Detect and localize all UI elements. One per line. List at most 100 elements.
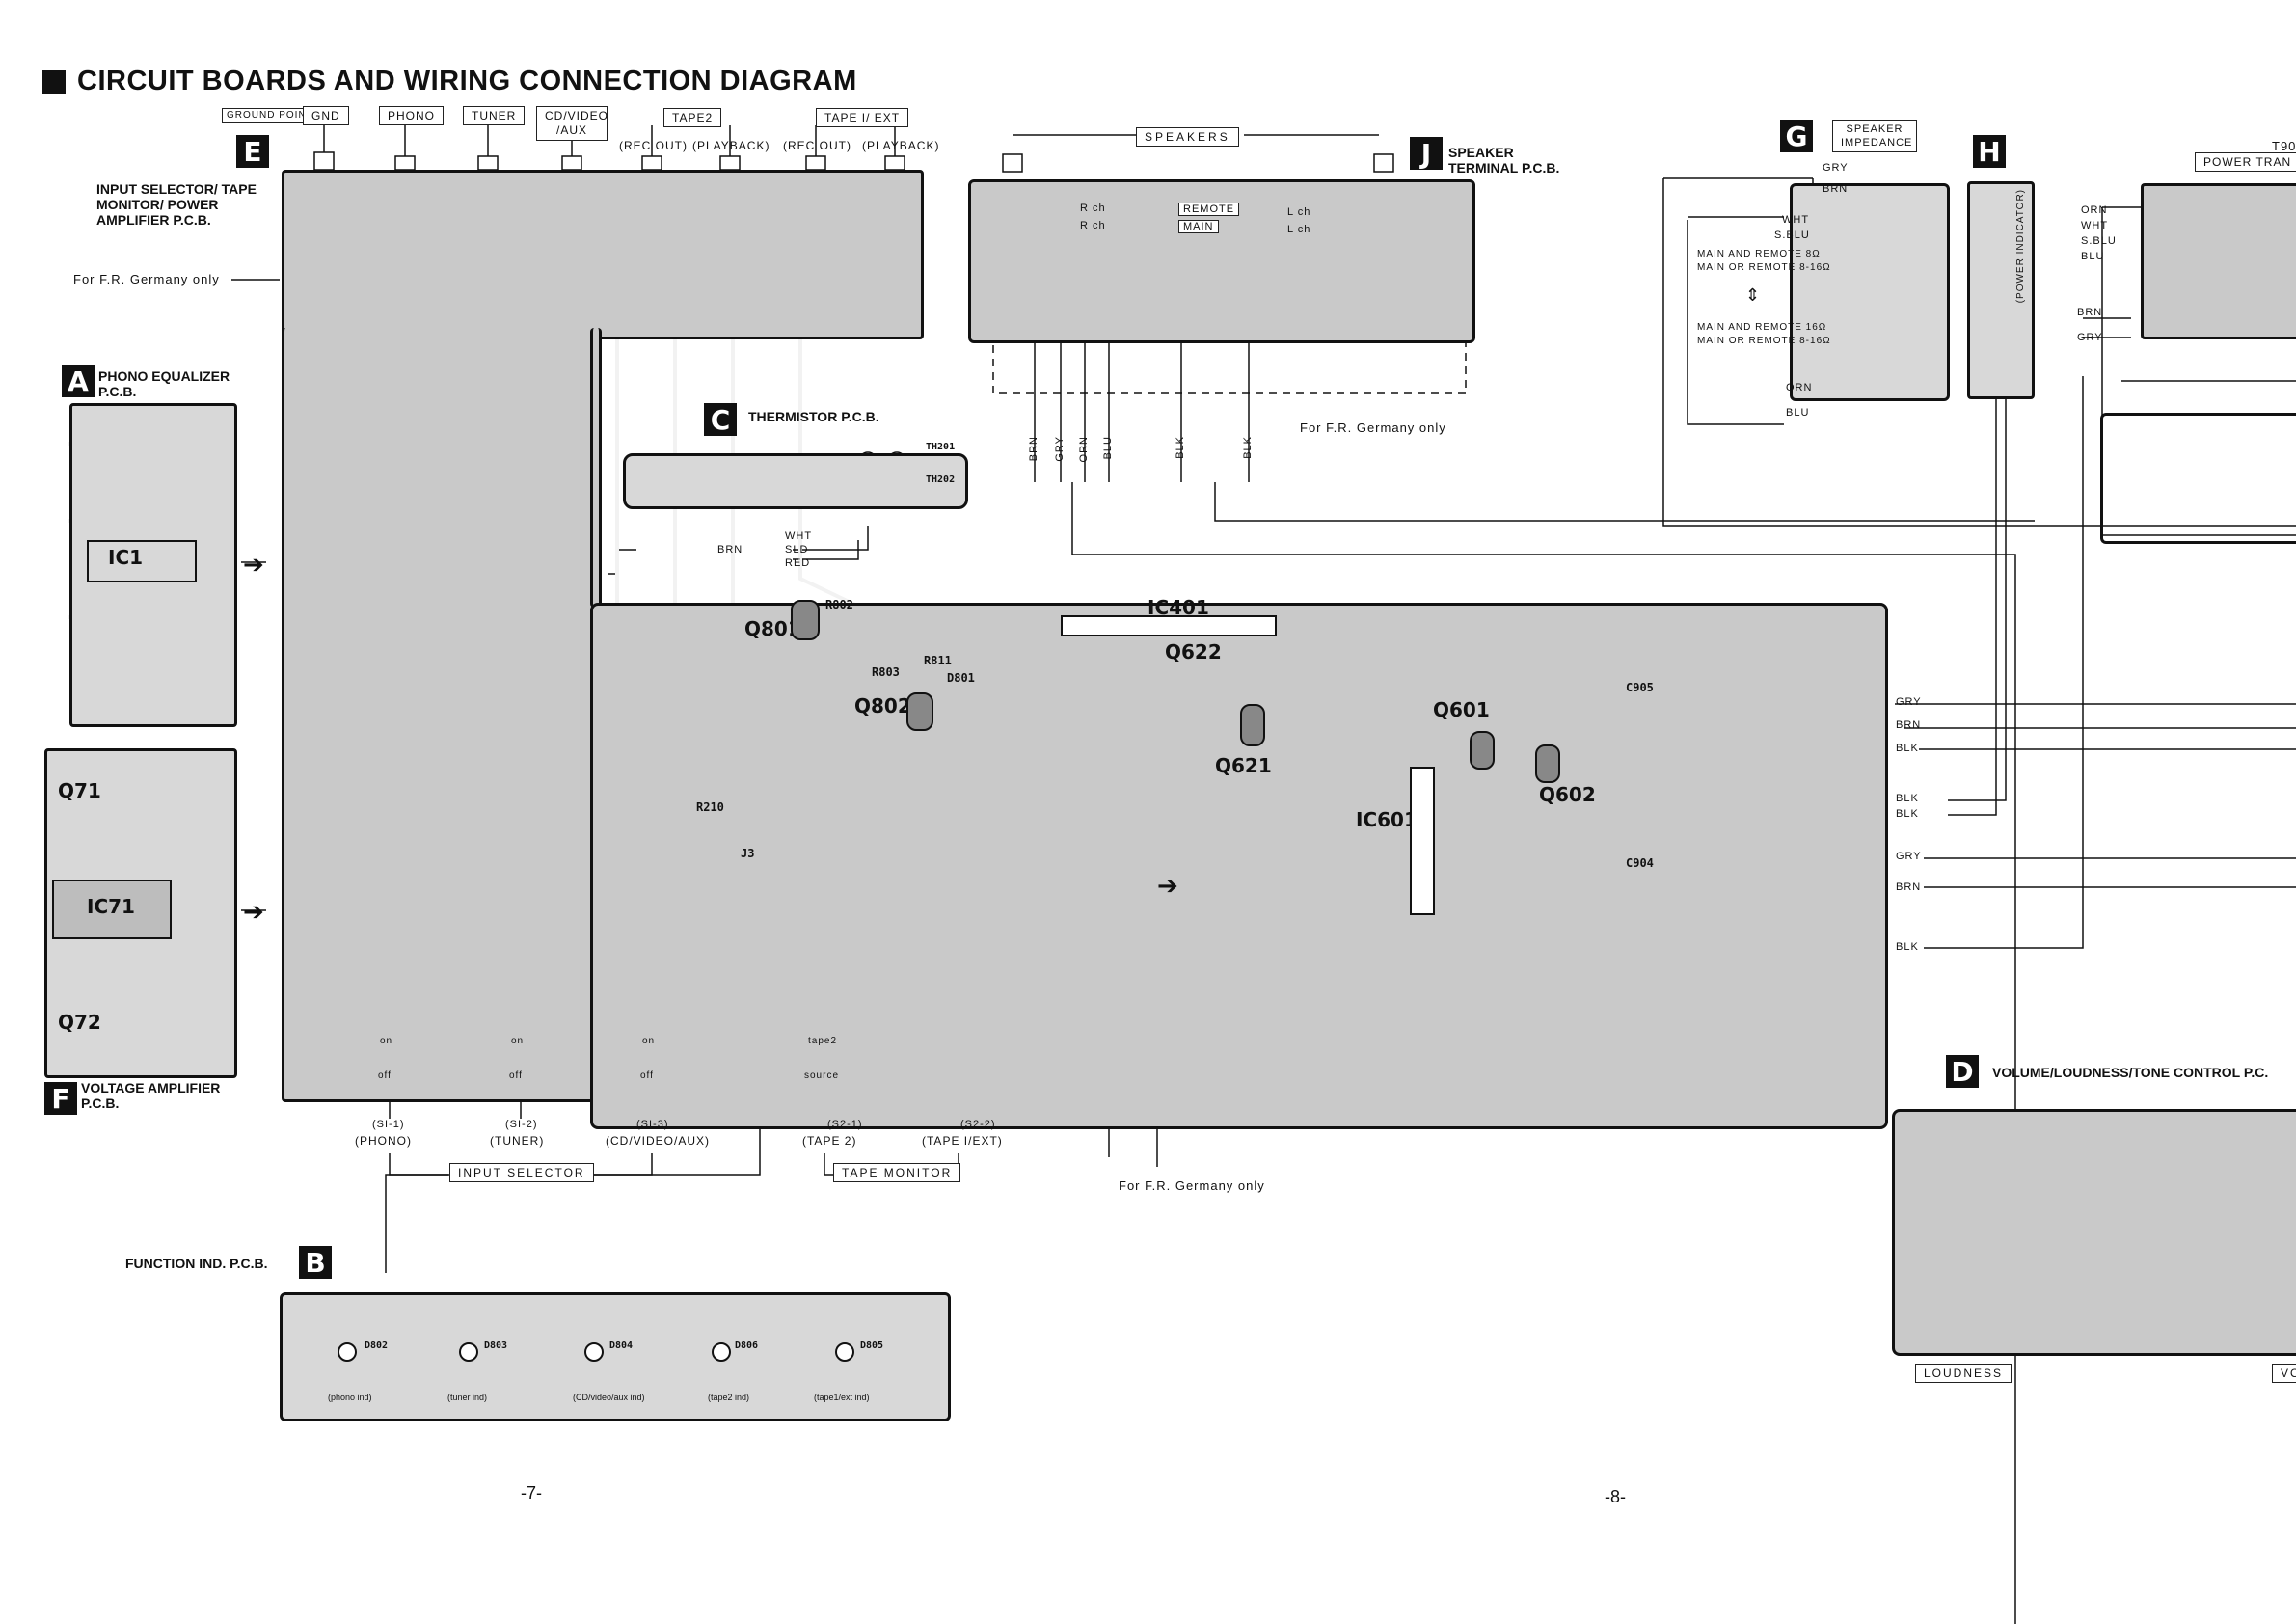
title-bullet-icon — [42, 69, 66, 94]
wire-wht-t: WHT — [2081, 220, 2109, 231]
wire-gry-main: GRY — [1896, 696, 1922, 708]
board-g-label: SPEAKER IMPEDANCE — [1832, 120, 1917, 152]
selector-s1-3: (SI-3) — [636, 1119, 669, 1130]
gnd-terminal-label: GND — [303, 106, 349, 125]
power-indicator-board — [1967, 181, 2035, 399]
rch-label-2: R ch — [1080, 220, 1106, 231]
rec-out-label-1: (REC OUT) — [619, 139, 688, 152]
impedance-main-remote-8: MAIN AND REMOTE 8Ω — [1697, 249, 1821, 259]
switch-off-1: off — [378, 1070, 392, 1081]
playback-label-2: (PLAYBACK) — [862, 139, 940, 152]
lch-label-2: L ch — [1287, 224, 1311, 235]
board-d-label: VOLUME/LOUDNESS/TONE CONTROL P.C. — [1992, 1065, 2269, 1080]
q71-label: Q71 — [58, 779, 101, 802]
r803-label: R803 — [872, 665, 900, 679]
thermistor-board — [623, 453, 968, 509]
board-a-marker: A — [62, 365, 95, 397]
switch-on-3: on — [642, 1036, 656, 1046]
selector-cd: (CD/VIDEO/AUX) — [606, 1134, 711, 1148]
q601-label: Q601 — [1433, 698, 1490, 721]
wire-brn-g: BRN — [1823, 183, 1849, 195]
board-e-label: INPUT SELECTOR/ TAPE MONITOR/ POWER AMPL… — [96, 181, 257, 228]
ic71-chip — [52, 880, 172, 939]
frg-note-speaker: For F.R. Germany only — [1300, 420, 1446, 435]
q622-label: Q622 — [1165, 640, 1222, 663]
page-number-left: -7- — [521, 1483, 542, 1502]
switch-off-2: off — [509, 1070, 523, 1081]
ic401-chip — [1061, 615, 1277, 636]
q801-transistor — [791, 600, 820, 640]
switch-source: source — [804, 1070, 840, 1081]
selector-tape2: (TAPE 2) — [802, 1134, 857, 1148]
ic1-label: IC1 — [108, 546, 144, 569]
ic1-chip — [87, 540, 197, 582]
tape1-ind-label: (tape1/ext ind) — [814, 1393, 870, 1402]
led-tape1-icon — [835, 1342, 854, 1362]
frg-note-bottom: For F.R. Germany only — [1119, 1178, 1265, 1193]
wire-blk-spk-1: BLK — [1175, 436, 1186, 459]
remote-label: REMOTE — [1178, 203, 1240, 216]
board-g-marker: G — [1780, 120, 1813, 152]
tuner-terminal-label: TUNER — [463, 106, 526, 125]
arrow-right-icon: ➔ — [243, 550, 264, 579]
power-amplifier-board — [590, 603, 1888, 1129]
input-board-column — [282, 328, 602, 1102]
board-j-label: SPEAKER TERMINAL P.C.B. — [1448, 145, 1560, 176]
page-title-text: CIRCUIT BOARDS AND WIRING CONNECTION DIA… — [77, 66, 857, 96]
wire-orn-spk: ORN — [1078, 436, 1090, 463]
wire-brn-main: BRN — [1896, 719, 1922, 731]
r802-label: R802 — [825, 598, 853, 611]
board-d-marker: D — [1946, 1055, 1979, 1088]
selector-s2-2: (S2-2) — [960, 1119, 996, 1130]
page-title: CIRCUIT BOARDS AND WIRING CONNECTION DIA… — [42, 66, 857, 97]
led-phono-icon — [338, 1342, 357, 1362]
volume-label-partial: VO — [2272, 1364, 2296, 1383]
transformer-outline — [2100, 413, 2296, 544]
d802-label: D802 — [365, 1340, 389, 1351]
selector-phono: (PHONO) — [355, 1134, 412, 1148]
impedance-main-or-remote-8-16: MAIN OR REMOTE 8-16Ω — [1697, 262, 1831, 273]
speaker-impedance-board — [1790, 183, 1950, 401]
loudness-label: LOUDNESS — [1915, 1364, 2012, 1383]
d801-label: D801 — [947, 671, 975, 685]
double-arrow-icon: ⇕ — [1745, 285, 1761, 305]
wire-blk-main-1: BLK — [1896, 743, 1919, 754]
board-j-marker: J — [1410, 137, 1443, 170]
board-c-marker: C — [704, 403, 737, 436]
d806-label: D806 — [735, 1340, 759, 1351]
input-selector-label: INPUT SELECTOR — [449, 1163, 594, 1182]
tuner-ind-label: (tuner ind) — [447, 1393, 488, 1402]
power-transformer-board — [2141, 183, 2296, 339]
q601-transistor — [1470, 731, 1495, 770]
arrow-right-icon-3: ➔ — [1157, 871, 1178, 900]
board-h-marker: H — [1973, 135, 2006, 168]
board-b-marker: B — [299, 1246, 332, 1279]
ic601-chip — [1410, 767, 1435, 915]
wire-wht-g: WHT — [1782, 214, 1810, 226]
wire-gry-main-2: GRY — [1896, 851, 1922, 862]
ic601-label: IC601 — [1356, 808, 1418, 831]
playback-label-1: (PLAYBACK) — [692, 139, 770, 152]
wire-blk-main-2: BLK — [1896, 793, 1919, 804]
rec-out-label-2: (REC OUT) — [783, 139, 851, 152]
wire-blk-spk-2: BLK — [1242, 436, 1254, 459]
q621-label: Q621 — [1215, 754, 1272, 777]
t90-label: T90 — [2272, 139, 2296, 153]
board-e-marker: E — [236, 135, 269, 168]
led-tape2-icon — [712, 1342, 731, 1362]
tape2-ind-label: (tape2 ind) — [708, 1393, 750, 1402]
d803-label: D803 — [484, 1340, 508, 1351]
board-b-label: FUNCTION IND. P.C.B. — [125, 1256, 268, 1271]
r811-label: R811 — [924, 654, 952, 667]
wire-sblu-g: S.BLU — [1774, 230, 1810, 241]
selector-tape1: (TAPE I/EXT) — [922, 1134, 1003, 1148]
board-c-label: THERMISTOR P.C.B. — [748, 409, 879, 424]
d805-label: D805 — [860, 1340, 884, 1351]
th202-label: TH202 — [926, 474, 956, 485]
speakers-label: SPEAKERS — [1136, 127, 1239, 147]
main-label: MAIN — [1178, 220, 1219, 233]
wire-brn-main-2: BRN — [1896, 881, 1922, 893]
board-h-label: (POWER INDICATOR) — [2015, 189, 2026, 304]
wire-blu-g: BLU — [1786, 407, 1810, 419]
impedance-main-remote-16: MAIN AND REMOTE 16Ω — [1697, 322, 1827, 333]
